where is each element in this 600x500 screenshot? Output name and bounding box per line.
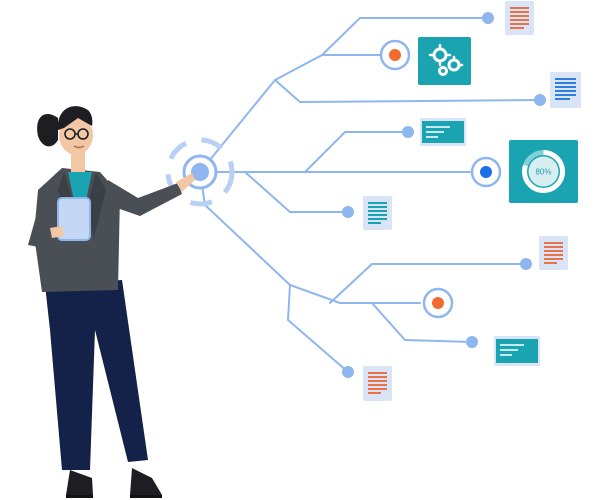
tree-lines xyxy=(199,17,541,373)
gears-icon xyxy=(418,37,471,85)
woman-figure xyxy=(28,106,195,498)
target-node-icon xyxy=(470,156,502,188)
document-icon xyxy=(539,236,568,270)
gauge-arc xyxy=(522,150,565,193)
code-window-icon xyxy=(494,336,540,366)
chart-gauge-icon: 80% xyxy=(509,140,578,203)
document-icon xyxy=(363,196,392,230)
target-node-icon xyxy=(379,39,411,71)
code-window-icon xyxy=(420,118,466,146)
document-icon xyxy=(505,1,534,35)
branch-dots xyxy=(342,12,546,378)
document-icon xyxy=(550,72,581,108)
target-node-icon xyxy=(422,287,454,319)
document-icon xyxy=(363,366,392,401)
gauge-label: 80% xyxy=(535,168,551,177)
